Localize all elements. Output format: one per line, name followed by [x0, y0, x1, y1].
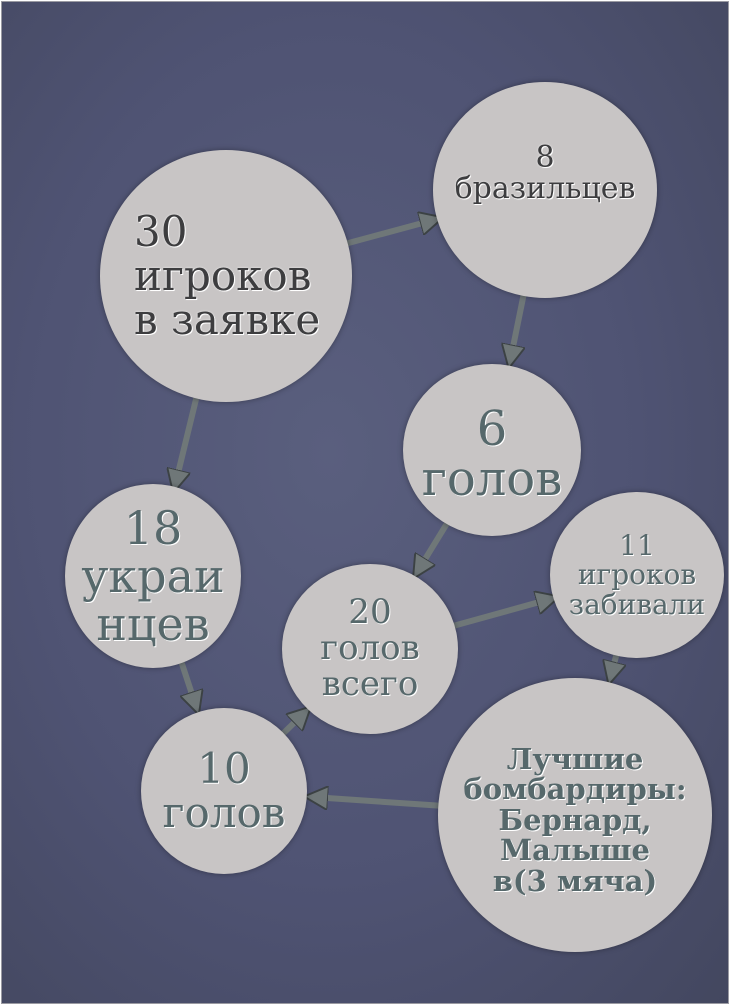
node-scorers-line-2: игроков: [577, 558, 697, 592]
arrow-players-total-to-ukrainians: [174, 393, 201, 489]
node-ukraine-goals-line-2: голов: [162, 788, 286, 837]
node-ukraine-goals: 10 голов: [141, 708, 307, 874]
node-brazilians: 8 бразильцев: [433, 82, 657, 298]
node-scorers-line-3: забивали: [568, 587, 706, 621]
arrow-total-goals-to-scorers: [447, 598, 555, 631]
node-top-scorers-line-4: Малыше: [499, 833, 651, 868]
node-players-total: 30 игроков в заявке: [100, 150, 352, 402]
node-total-goals: 20 голов всего: [282, 564, 458, 734]
arrow-brazil-goals-to-total-goals: [415, 518, 452, 575]
node-scorers: 11 игроков забивали: [550, 492, 724, 658]
node-brazil-goals: 6 голов: [403, 364, 581, 536]
node-scorers-line-1: 11: [619, 528, 655, 562]
node-ukrainians-line-1: 18: [123, 500, 183, 555]
arrow-ukrainians-to-ukraine-goals: [176, 654, 197, 711]
node-brazil-goals-line-1: 6: [476, 400, 508, 457]
node-brazil-goals-line-2: голов: [421, 451, 563, 507]
node-ukrainians: 18 украи нцев: [65, 484, 241, 668]
node-total-goals-line-2: голов: [320, 628, 420, 669]
node-top-scorers: Лучшие бомбардиры: Бернард, Малыше в(3 м…: [438, 678, 712, 952]
arrow-scorers-to-top-scorers: [610, 650, 617, 680]
node-total-goals-line-3: всего: [321, 663, 419, 704]
node-top-scorers-line-2: бомбардиры:: [463, 772, 687, 807]
node-ukrainians-line-3: нцев: [96, 597, 210, 652]
arrow-top-scorers-to-ukraine-goals: [309, 797, 443, 806]
arrow-players-total-to-brazilians: [343, 219, 439, 248]
node-ukrainians-line-2: украи: [81, 548, 225, 603]
node-players-total-line-2: игроков: [134, 250, 312, 300]
arrow-ukraine-goals-to-total-goals: [278, 710, 308, 739]
node-ukraine-goals-line-1: 10: [197, 743, 251, 793]
node-brazilians-line-1: 8: [535, 139, 555, 175]
node-top-scorers-line-5: в(3 мяча): [492, 863, 658, 898]
node-total-goals-line-1: 20: [348, 592, 392, 633]
node-players-total-line-1: 30: [134, 206, 188, 256]
node-players-total-line-3: в заявке: [134, 295, 321, 345]
node-top-scorers-line-1: Лучшие: [506, 741, 644, 776]
node-top-scorers-line-3: Бернард,: [498, 802, 652, 837]
arrow-brazilians-to-brazil-goals: [510, 291, 528, 364]
node-brazilians-line-2: бразильцев: [454, 171, 636, 206]
